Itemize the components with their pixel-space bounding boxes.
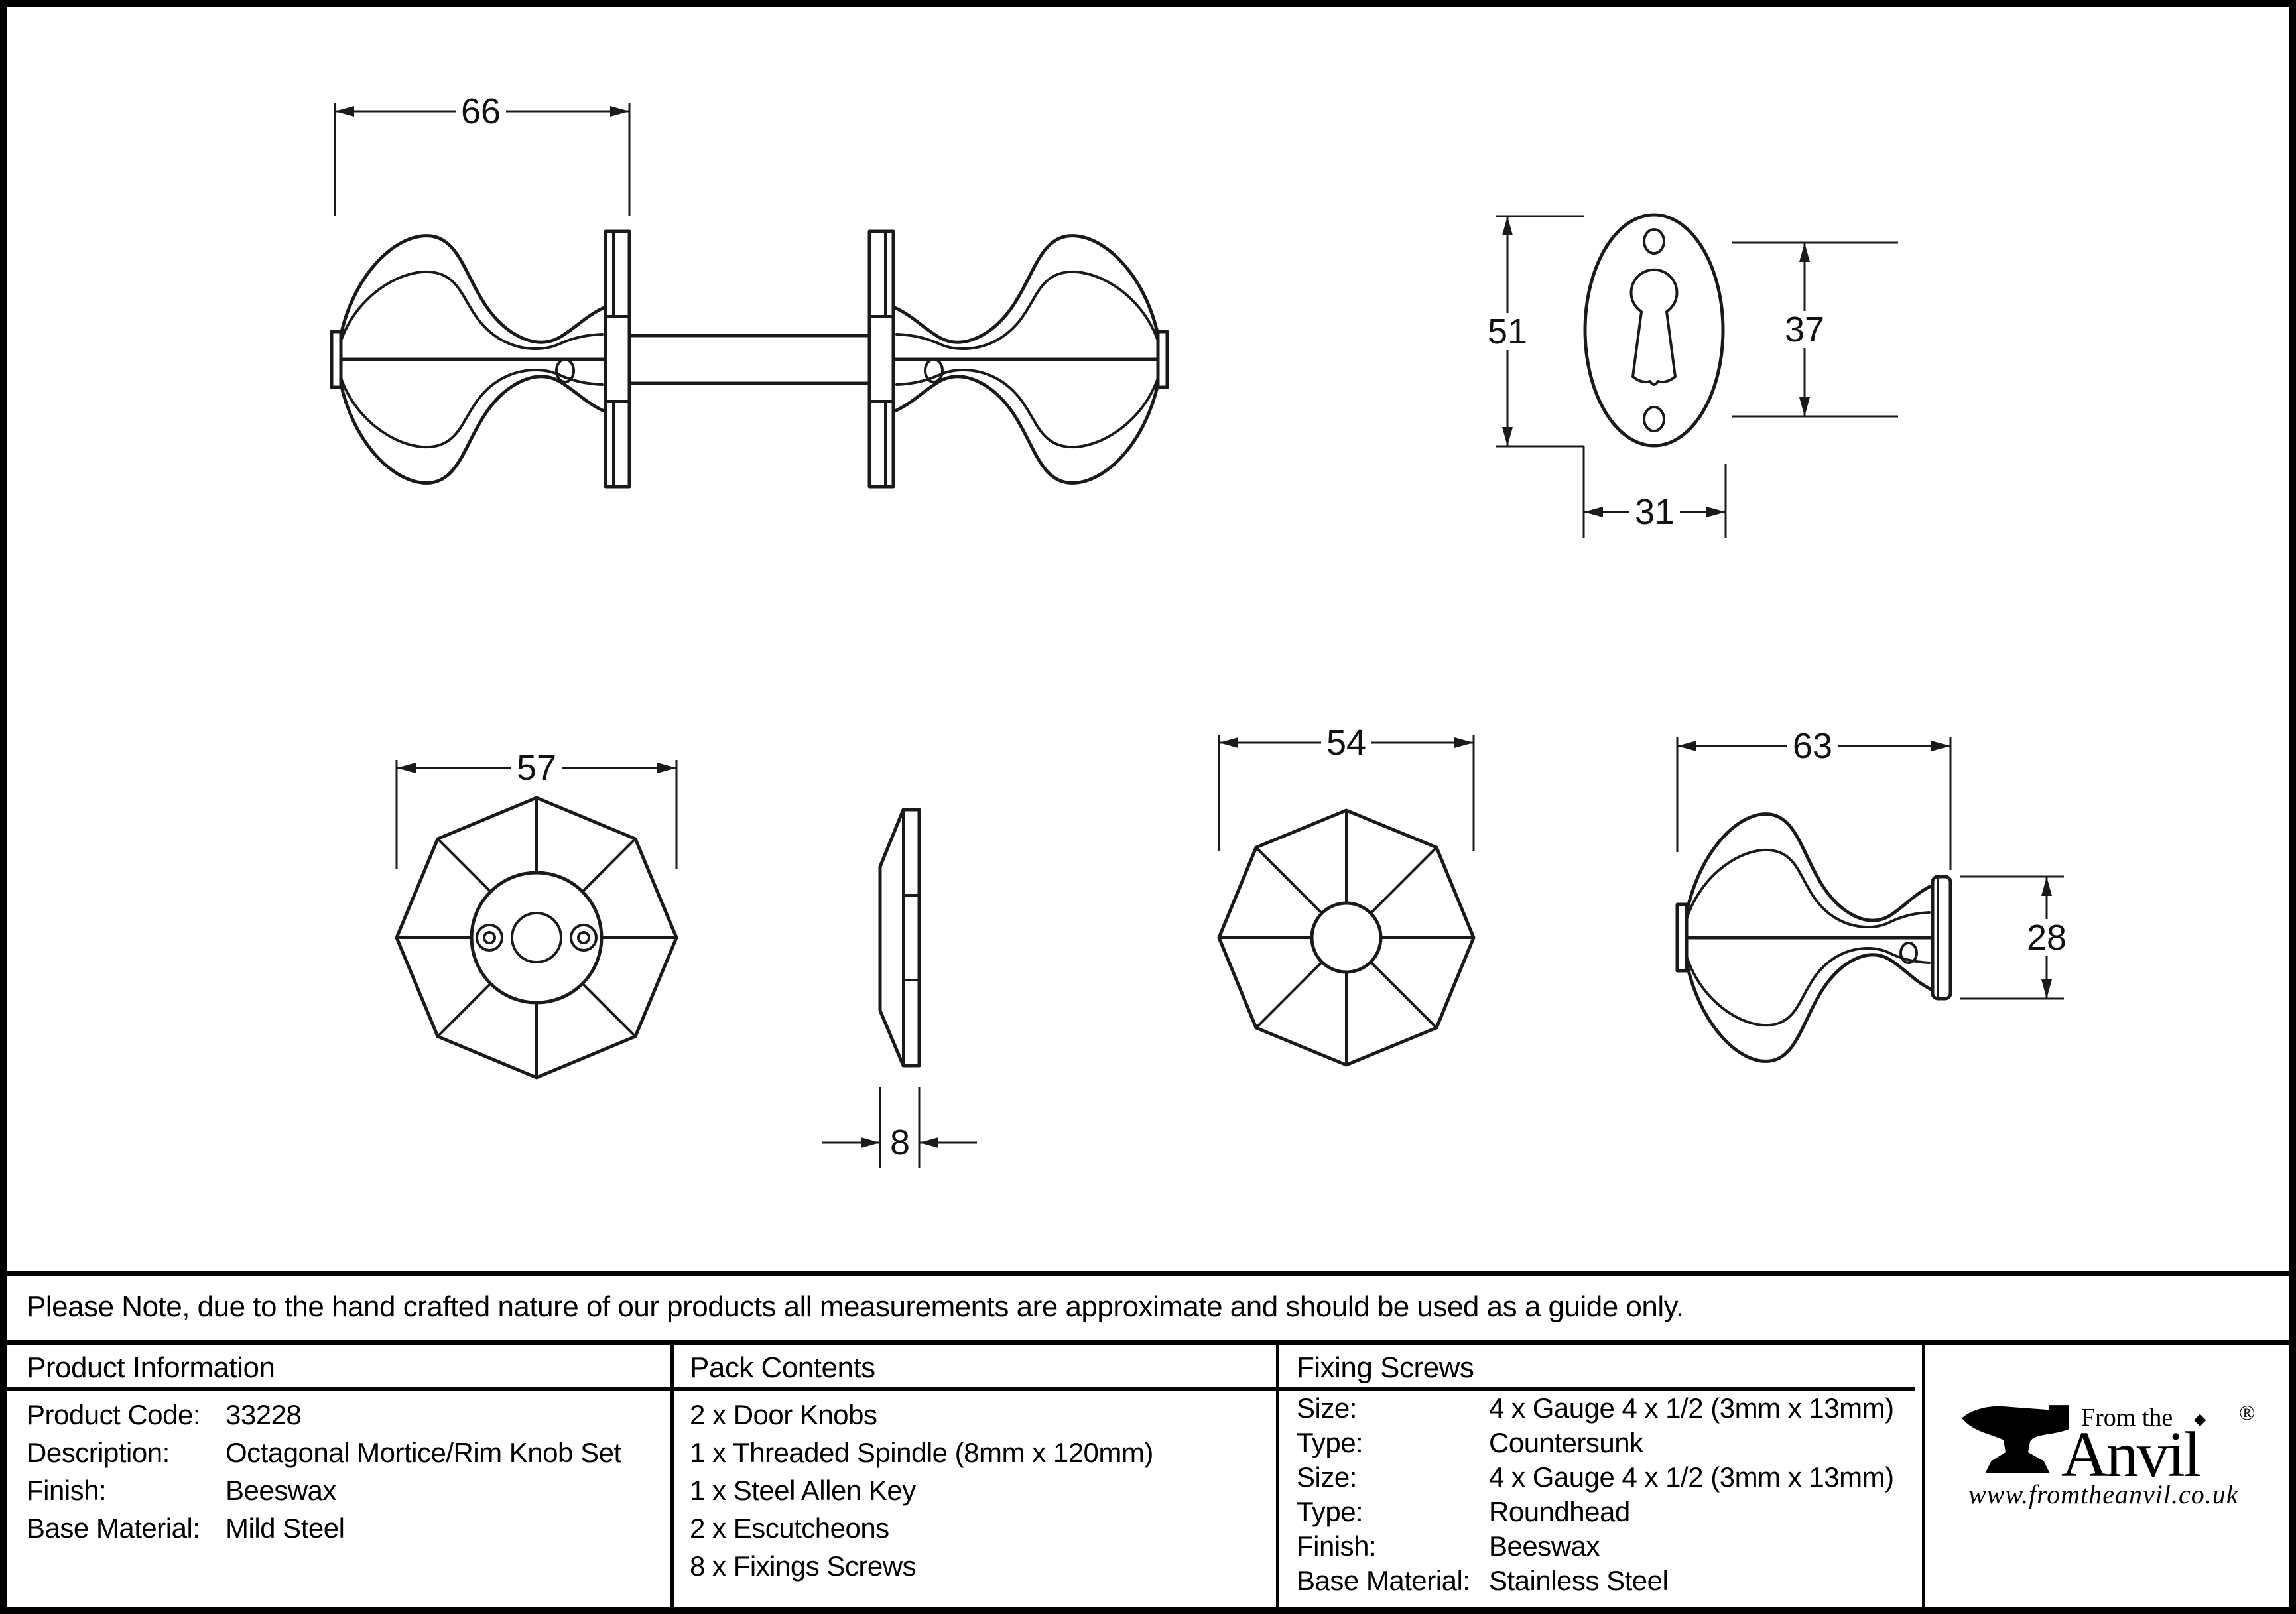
dim-label-knob-width: 54: [1326, 723, 1366, 763]
dim-label-rose-thickness: 8: [890, 1123, 910, 1162]
row-value: Roundhead: [1489, 1496, 1630, 1527]
row-label: Product Code:: [27, 1399, 201, 1430]
row-value: Beeswax: [225, 1475, 336, 1506]
row-label: Finish:: [27, 1475, 107, 1506]
disclaimer-note: Please Note, due to the hand crafted nat…: [27, 1290, 1684, 1323]
knob-side-grub-screw-hole: [1899, 942, 1918, 964]
knob-facet-top: [340, 270, 604, 350]
row-label: Size:: [1297, 1393, 1357, 1424]
product-information-header: Product Information: [27, 1351, 275, 1384]
dimension-8: 8: [822, 1087, 977, 1168]
row-label: Description:: [27, 1437, 170, 1468]
anvil-icon: [1962, 1405, 2069, 1473]
dim-label-assembly-width: 66: [461, 92, 501, 131]
dim-label-knob-length: 63: [1793, 726, 1832, 766]
drawing-escutcheon: 51 37 31: [1482, 213, 1898, 538]
knob-side-facet-top: [1685, 848, 1931, 928]
knob-side-rose-plate: [1931, 875, 1952, 1001]
row-value: 33228: [225, 1399, 302, 1430]
list-item: 1 x Threaded Spindle (8mm x 120mm): [690, 1437, 1153, 1468]
row-value: Beeswax: [1489, 1530, 1600, 1562]
assembly-right-knob: [867, 229, 1169, 489]
dim-label-escutcheon-height: 51: [1488, 312, 1527, 351]
knob-outline-bottom: [339, 375, 607, 485]
column-divider-1: [670, 1345, 674, 1607]
note-bar-top-rule: [7, 1271, 2289, 1276]
fixing-screws-header: Fixing Screws: [1297, 1351, 1474, 1384]
knob-outline-top: [339, 234, 607, 344]
drawing-knob-face: 54: [1217, 723, 1476, 1067]
rose-screw-hole-left: [476, 924, 503, 952]
table-top-rule: [7, 1340, 2289, 1345]
pack-contents-header: Pack Contents: [690, 1351, 875, 1384]
row-value: 4 x Gauge 4 x 1/2 (3mm x 13mm): [1489, 1393, 1894, 1424]
escutcheon-screw-hole-bottom: [1643, 406, 1665, 432]
dimension-57: 57: [395, 748, 678, 869]
logo-brand-name: Anvil: [2061, 1419, 2201, 1491]
keyhole: [1629, 268, 1679, 386]
rose-side-outline: [878, 808, 921, 1068]
assembly-left-knob: [330, 229, 631, 489]
knob-side-outline-bottom: [1685, 953, 1935, 1063]
diamond-icon: ◆: [2194, 1410, 2206, 1428]
row-value: 4 x Gauge 4 x 1/2 (3mm x 13mm): [1489, 1461, 1894, 1493]
dimension-51: 51: [1482, 215, 1584, 448]
row-label: Type:: [1297, 1427, 1364, 1458]
dimension-63: 63: [1676, 726, 1952, 870]
dimension-31: 31: [1582, 446, 1727, 538]
drawing-knob-assembly: 66: [330, 92, 1169, 489]
rose-spindle-hole: [511, 912, 562, 963]
row-label: Base Material:: [27, 1513, 200, 1544]
rose-radial-lines: [395, 796, 678, 1079]
knob-side-outline-top: [1685, 812, 1935, 922]
column-divider-2: [1276, 1345, 1279, 1607]
list-item: 8 x Fixings Screws: [690, 1550, 917, 1582]
row-value: Stainless Steel: [1489, 1565, 1669, 1596]
knob-center-circle: [1310, 901, 1383, 974]
dim-label-knob-rose-height: 28: [2027, 918, 2067, 958]
row-label: Size:: [1297, 1461, 1357, 1493]
rose-screw-hole-right: [570, 924, 598, 952]
escutcheon-oval: [1583, 213, 1725, 448]
dim-label-escutcheon-screw-spacing: 37: [1785, 310, 1824, 349]
row-value: Mild Steel: [225, 1513, 345, 1544]
drawing-rose-side: 8: [822, 808, 977, 1168]
logo-website: www.fromtheanvil.co.uk: [1968, 1479, 2239, 1509]
list-item: 2 x Escutcheons: [690, 1513, 889, 1544]
row-label: Type:: [1297, 1496, 1364, 1527]
row-label: Base Material:: [1297, 1565, 1470, 1596]
list-item: 1 x Steel Allen Key: [690, 1475, 916, 1506]
table-header-rule: [7, 1387, 1915, 1391]
dimension-66: 66: [334, 92, 631, 216]
escutcheon-screw-hole-top: [1643, 228, 1665, 255]
dimension-54: 54: [1218, 723, 1475, 851]
knob-radial-lines: [1218, 809, 1475, 1066]
threaded-spindle: [627, 334, 871, 385]
rose-plate-side: [604, 229, 631, 489]
drawing-rose-face: 57: [395, 748, 678, 1080]
knob-facet-bottom: [340, 369, 604, 449]
dimension-28: 28: [1960, 875, 2072, 1000]
drawing-knob-side: 63 28: [1675, 726, 2072, 1063]
rose-boss: [470, 871, 604, 1005]
registered-trademark-icon: ®: [2239, 1400, 2256, 1424]
dim-label-escutcheon-width: 31: [1635, 492, 1675, 532]
list-item: 2 x Door Knobs: [690, 1399, 877, 1430]
column-divider-3: [1922, 1345, 1925, 1607]
technical-drawings: 66: [330, 92, 2072, 1168]
knob-side-facet-bottom: [1685, 947, 1931, 1027]
grub-screw-hole: [555, 358, 575, 383]
row-value: Countersunk: [1489, 1427, 1643, 1458]
row-value: Octagonal Mortice/Rim Knob Set: [225, 1437, 621, 1468]
dimension-37: 37: [1732, 241, 1898, 418]
dim-label-rose-width: 57: [517, 748, 556, 788]
row-label: Finish:: [1297, 1530, 1377, 1562]
logo-tagline: From the: [2081, 1404, 2173, 1432]
